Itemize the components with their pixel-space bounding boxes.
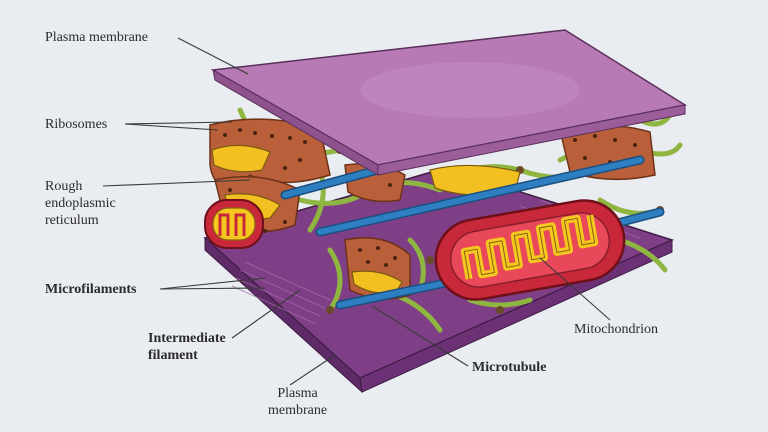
label-rough-er-line1: Rough xyxy=(45,178,116,195)
label-mitochondrion: Mitochondrion xyxy=(574,321,658,338)
label-microfilaments: Microfilaments xyxy=(45,281,137,298)
label-rough-er-line2: endoplasmic xyxy=(45,195,116,212)
label-plasma-membrane-bottom: Plasma membrane xyxy=(268,385,327,419)
label-ribosomes: Ribosomes xyxy=(45,116,107,133)
label-microtubule: Microtubule xyxy=(472,359,546,376)
label-plasma-membrane-bottom-line1: Plasma xyxy=(268,385,327,402)
label-rough-er-line3: reticulum xyxy=(45,212,116,229)
mitochondrion-small xyxy=(205,200,263,248)
label-plasma-membrane-top: Plasma membrane xyxy=(45,29,148,46)
label-rough-er: Rough endoplasmic reticulum xyxy=(45,178,116,229)
label-intermediate-filament-line1: Intermediate xyxy=(148,330,226,347)
label-intermediate-filament: Intermediate filament xyxy=(148,330,226,364)
label-plasma-membrane-bottom-line2: membrane xyxy=(268,402,327,419)
label-intermediate-filament-line2: filament xyxy=(148,347,226,364)
